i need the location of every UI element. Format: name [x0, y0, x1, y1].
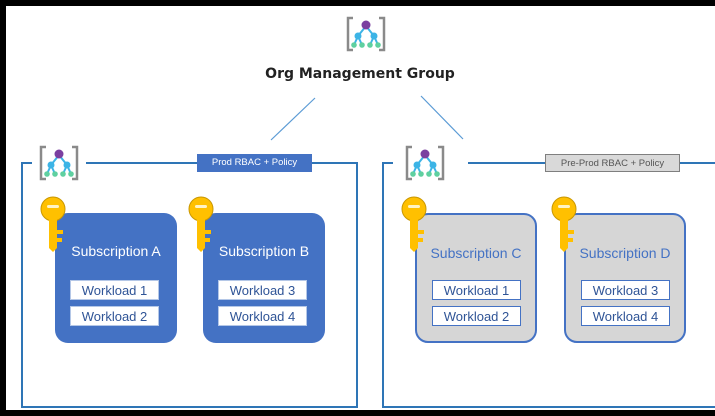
key-icon [188, 196, 214, 252]
workload-item: Workload 3 [581, 280, 670, 300]
workload-item: Workload 2 [432, 306, 521, 326]
preprod-policy-tag: Pre-Prod RBAC + Policy [545, 154, 680, 172]
workload-item: Workload 2 [70, 306, 159, 326]
subscription-a: Subscription A Workload 1 Workload 2 [55, 213, 177, 343]
subscription-c: Subscription C Workload 1 Workload 2 [415, 213, 537, 343]
root-title: Org Management Group [265, 66, 455, 82]
prod-policy-tag: Prod RBAC + Policy [197, 154, 312, 172]
workload-item: Workload 4 [218, 306, 307, 326]
workload-item: Workload 4 [581, 306, 670, 326]
subscription-name: Subscription C [430, 245, 522, 261]
workload-item: Workload 3 [218, 280, 307, 300]
subscription-name: Subscription A [71, 243, 161, 259]
management-group-icon [39, 145, 79, 181]
management-group-icon [405, 145, 445, 181]
subscription-name: Subscription B [218, 243, 310, 259]
management-group-icon [346, 16, 386, 52]
key-icon [401, 196, 427, 252]
subscription-d: Subscription D Workload 3 Workload 4 [564, 213, 686, 343]
key-icon [551, 196, 577, 252]
subscription-name: Subscription D [579, 245, 671, 261]
key-icon [40, 196, 66, 252]
workload-item: Workload 1 [432, 280, 521, 300]
workload-item: Workload 1 [70, 280, 159, 300]
subscription-b: Subscription B Workload 3 Workload 4 [203, 213, 325, 343]
